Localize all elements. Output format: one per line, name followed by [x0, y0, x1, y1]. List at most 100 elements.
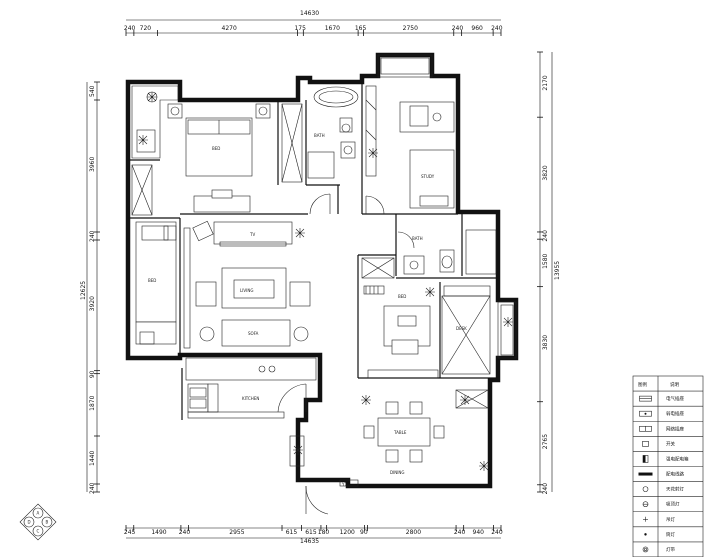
room-label-living: LIVING	[240, 288, 253, 293]
balcony-left-top	[131, 85, 179, 159]
legend-symbol-rect-small-icon	[642, 441, 649, 447]
room-label-bed: BED	[212, 146, 220, 151]
top-dimension-segment: 1670	[325, 25, 340, 32]
room-label-bed-3: BED	[398, 294, 406, 299]
right-dimension-segment: 2765	[542, 434, 549, 449]
top-dimension-segment: 165	[355, 25, 367, 32]
bathtub	[313, 86, 359, 108]
plant-icon	[361, 395, 371, 405]
plant-icon	[425, 287, 435, 297]
legend-symbol-circle-icon	[642, 486, 649, 492]
room-label-table: TABLE	[393, 430, 407, 435]
walls	[125, 52, 519, 489]
nightstand-right	[255, 103, 271, 119]
legend-symbol-bar-icon	[638, 472, 653, 476]
master-bathroom: BATH	[307, 86, 359, 179]
bottom-dimension-segment: 1490	[151, 529, 166, 536]
legend-symbol-rect-grid-icon	[639, 425, 652, 432]
legend-symbol-cross-icon	[643, 516, 648, 522]
right-dimension-segment: 240	[542, 230, 549, 242]
sofa	[221, 319, 291, 347]
dining-table	[377, 417, 431, 447]
coffee-table	[221, 267, 287, 309]
room-label-study: STUDY	[421, 174, 435, 179]
top-total-dimension: 14630	[300, 10, 319, 17]
compass-label-d: D	[28, 520, 31, 525]
right-total-dimension: 13955	[554, 261, 561, 280]
master-bedroom: BED	[136, 103, 271, 213]
bottom-dimension-segment: 1200	[340, 529, 355, 536]
plant-icon	[368, 148, 378, 158]
top-dimension-segment: 4270	[222, 25, 237, 32]
armchair-right	[289, 281, 311, 307]
room-label-desk: DESK	[456, 326, 467, 331]
armchair-left	[195, 281, 217, 307]
legend-symbol-circle-cross-icon	[642, 501, 649, 508]
left-dimension-segment: 240	[89, 230, 96, 242]
bottom-dimension-segment: 240	[179, 529, 191, 536]
legend-row-label: 天花射灯	[666, 486, 684, 493]
bottom-dimension-segment: 240	[491, 529, 503, 536]
room-label-bath-2: BATH	[412, 236, 423, 241]
top-dimension-segment: 720	[140, 25, 152, 32]
legend-row-label: 弱电插座	[666, 410, 684, 417]
study-room: STUDY	[365, 85, 455, 209]
legend-row-label: 吸顶灯	[666, 501, 680, 508]
right-dimension-segment: 1580	[542, 253, 549, 268]
walk-in-closet	[281, 103, 303, 183]
compass-label-c: C	[37, 529, 40, 534]
dining-area: TABLE DINING	[339, 389, 489, 487]
guest-basin	[403, 255, 425, 275]
doors	[277, 193, 415, 515]
plant-icon	[460, 395, 470, 405]
plant-icon	[293, 445, 303, 455]
kitchen-counter	[185, 357, 317, 381]
bottom-dimension-segment: 245	[124, 529, 136, 536]
lounge-chair	[192, 220, 214, 242]
bottom-dimension-segment: 180	[318, 529, 330, 536]
left-dimension-segment: 3920	[89, 296, 96, 311]
left-dimension-segment: 90	[89, 370, 96, 378]
bottom-dimension-segment: 90	[360, 529, 368, 536]
top-dimension-segment: 240	[491, 25, 503, 32]
bottom-total-dimension: 14635	[300, 538, 319, 545]
left-dimension-segment: 1870	[89, 395, 96, 410]
plant-icons	[138, 91, 513, 471]
left-dimension-segment: 240	[89, 482, 96, 494]
legend-row-label: 开关	[666, 440, 675, 447]
plant-icon	[295, 228, 305, 238]
left-dimension-segment: 540	[89, 85, 96, 97]
bottom-dimension-segment: 615	[286, 529, 298, 536]
third-bedroom: BED DESK	[363, 285, 491, 379]
room-label-kitchen: KITCHEN	[242, 396, 259, 401]
legend-row-label: 电气插座	[666, 395, 684, 402]
legend-symbol-ring-icon	[642, 546, 649, 553]
room-label-bed-2: BED	[148, 278, 156, 283]
bottom-dimension-segment: 2955	[229, 529, 244, 536]
balcony-top-right	[377, 54, 433, 78]
basin	[340, 141, 356, 159]
guest-bathroom: BATH	[361, 229, 497, 279]
legend-row-label: 网络插座	[666, 425, 684, 432]
right-dimension-segment: 240	[542, 483, 549, 495]
kitchen: KITCHEN	[185, 357, 317, 467]
left-dimension-segment: 3960	[89, 157, 96, 172]
top-dimension-segment: 240	[124, 25, 136, 32]
right-dimension-segment: 3830	[542, 335, 549, 350]
second-bedroom: BED	[131, 164, 191, 349]
plant-icon	[503, 317, 513, 327]
compass-label-a: A	[37, 511, 40, 516]
top-dimension-segment: 2750	[403, 25, 418, 32]
bottom-dimension-segment: 240	[454, 529, 466, 536]
wardrobe	[193, 195, 251, 213]
tv-cabinet	[213, 221, 293, 245]
nightstand-left	[167, 103, 183, 119]
compass-label-b: B	[46, 520, 49, 525]
room-label-sofa: SOFA	[248, 331, 259, 336]
top-dimension-segment: 960	[471, 25, 483, 32]
left-dimension-segment: 1440	[89, 451, 96, 466]
